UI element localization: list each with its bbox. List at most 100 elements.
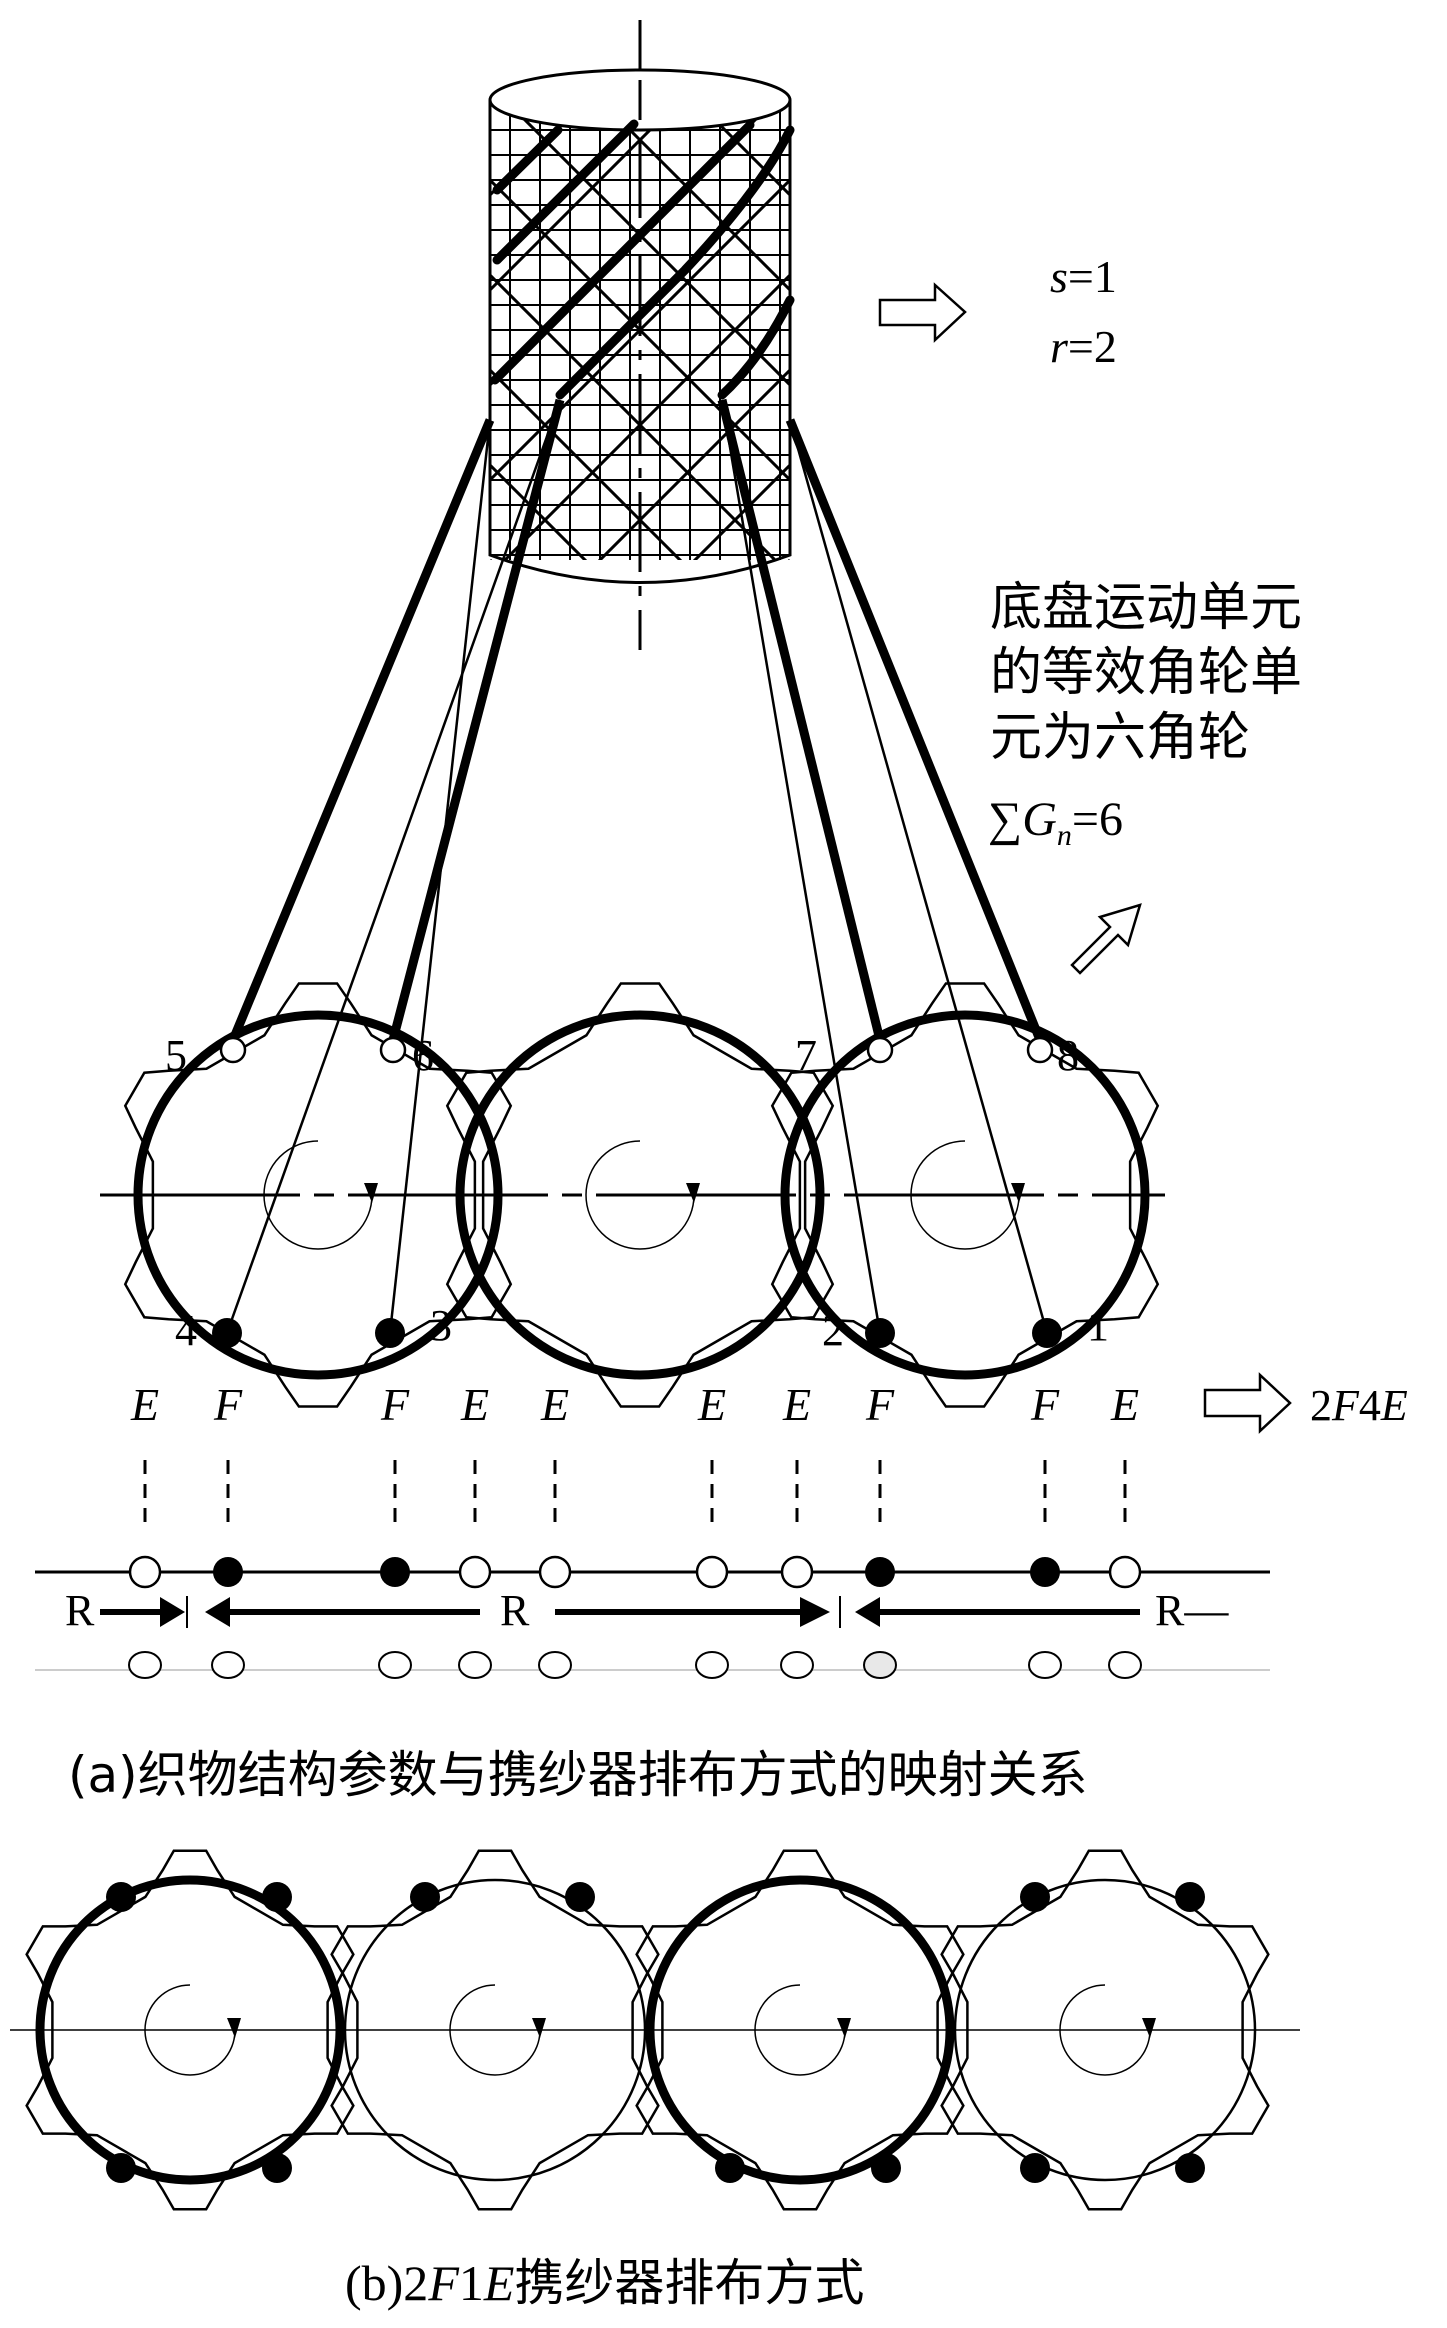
horn-gear-row-a: [100, 982, 1165, 1408]
carrier-filled: [865, 1557, 895, 1587]
carrier-lower: [211, 1651, 245, 1679]
carriers-a: [212, 1036, 1062, 1348]
carrier-lower: [1028, 1651, 1062, 1679]
arrowhead-icon: [227, 2018, 241, 2038]
diagonal-yarn: [490, 655, 790, 955]
carrier-empty: [1108, 1555, 1142, 1589]
diagonal-yarn: [490, 655, 790, 955]
carrier-6: [379, 1036, 407, 1064]
position-label: F: [213, 1379, 243, 1430]
carrier-dot: [262, 1882, 292, 1912]
carrier-filled: [380, 1557, 410, 1587]
gear-lobes: [25, 1849, 355, 2211]
position-guides: [143, 1460, 1127, 1530]
right-hollow-arrow-icon: [1203, 1372, 1292, 1434]
carrier-number: 4: [175, 1306, 197, 1355]
gear-circle: [343, 1878, 647, 2182]
horn-gear: [445, 982, 835, 1408]
carrier-empty: [538, 1555, 572, 1589]
carrier-dot: [410, 1882, 440, 1912]
diagonal-yarn: [490, 750, 790, 1050]
note-line-2: 的等效角轮单: [990, 643, 1302, 703]
gear-lobes: [940, 1849, 1270, 2211]
carrier-number: 6: [412, 1031, 434, 1080]
horn-gear: [940, 1849, 1270, 2211]
position-label: F: [380, 1379, 410, 1430]
carrier-number: 7: [795, 1031, 817, 1080]
rotation-arrow-icon: [754, 1984, 846, 2076]
arr-mid: 4: [1359, 1381, 1381, 1430]
arr-prefix: 2: [1310, 1381, 1332, 1430]
position-label: E: [460, 1379, 489, 1430]
position-label: E: [540, 1379, 569, 1430]
rotation-arrow-icon: [144, 1984, 236, 2076]
carrier-empty: [458, 1555, 492, 1589]
carrier-1: [1032, 1318, 1062, 1348]
carrier-dot: [565, 1882, 595, 1912]
svg-text:2F4E: 2F4E: [1310, 1381, 1408, 1430]
sum-symbol: ∑: [988, 793, 1022, 846]
horn-gear: [25, 1849, 355, 2211]
diagonal-yarn: [490, 100, 683, 292]
caption-b-E: E: [483, 2255, 515, 2311]
carrier-lower: [458, 1651, 492, 1679]
braided-cylinder: [488, 20, 795, 1050]
arrowhead-icon: [1011, 1183, 1025, 1203]
arrowhead-icon: [364, 1183, 378, 1203]
diagonal-yarn: [597, 368, 790, 560]
carrier-dot: [1020, 2153, 1050, 2183]
carrier-4: [212, 1318, 242, 1348]
horn-gear: [330, 1849, 660, 2211]
diagonal-yarn: [490, 463, 588, 560]
gear-circle: [455, 1010, 825, 1380]
right-hollow-arrow-icon: [878, 282, 967, 343]
yarn-6: [388, 398, 565, 1042]
diagonal-yarn: [490, 558, 493, 560]
horn-gear: [770, 982, 1160, 1408]
carrier-dot: [1175, 1882, 1205, 1912]
carrier-dot: [106, 2153, 136, 2183]
rotation-arrow-icon: [585, 1140, 695, 1250]
yarn-2: [720, 399, 882, 1334]
horn-gear: [123, 982, 513, 1408]
arrowhead-icon: [686, 1183, 700, 1203]
rotation-arrow-icon: [1059, 1984, 1151, 2076]
param-s-value: =1: [1068, 251, 1117, 302]
yarn-8: [785, 418, 1045, 1042]
arrowhead-icon: [837, 2018, 851, 2038]
carrier-dot: [715, 2153, 745, 2183]
gear-lobes: [330, 1849, 660, 2211]
carrier-number: 1: [1087, 1301, 1109, 1350]
svg-text:∑Gn=6: ∑Gn=6: [988, 793, 1123, 852]
carrier-3: [375, 1318, 405, 1348]
arrowhead-icon: [1142, 2018, 1156, 2038]
caption-b: (b)2F1E携纱器排布方式: [345, 2254, 864, 2312]
carrier-empty: [128, 1555, 162, 1589]
gear-circle: [780, 1010, 1150, 1380]
gear-lobes: [445, 982, 835, 1408]
carrier-7: [866, 1036, 894, 1064]
track-label-r: R: [500, 1586, 530, 1635]
carrier-8: [1026, 1036, 1054, 1064]
yarns: [225, 398, 1049, 1334]
position-label: E: [697, 1379, 726, 1430]
carrier-lower: [780, 1651, 814, 1679]
position-label: F: [865, 1379, 895, 1430]
arrangement-result: 2F4E: [1203, 1372, 1408, 1434]
caption-b-suffix: 携纱器排布方式: [514, 2254, 864, 2312]
caption-a: (a)织物结构参数与携纱器排布方式的映射关系: [68, 1746, 1088, 1804]
param-s-symbol: s: [1050, 251, 1068, 302]
rotation-arrow-icon: [449, 1984, 541, 2076]
track-carriers: [128, 1555, 1142, 1679]
carrier-empty: [780, 1555, 814, 1589]
diagonal-yarn: [502, 273, 790, 560]
carrier-number: 2: [822, 1306, 844, 1355]
yarn-4: [225, 399, 562, 1334]
position-label: E: [1110, 1379, 1139, 1430]
yarn-5: [228, 418, 495, 1042]
carrier-lower: [695, 1651, 729, 1679]
svg-text:s=1: s=1: [1050, 251, 1117, 302]
position-label: E: [782, 1379, 811, 1430]
gear-lobes: [635, 1849, 965, 2211]
